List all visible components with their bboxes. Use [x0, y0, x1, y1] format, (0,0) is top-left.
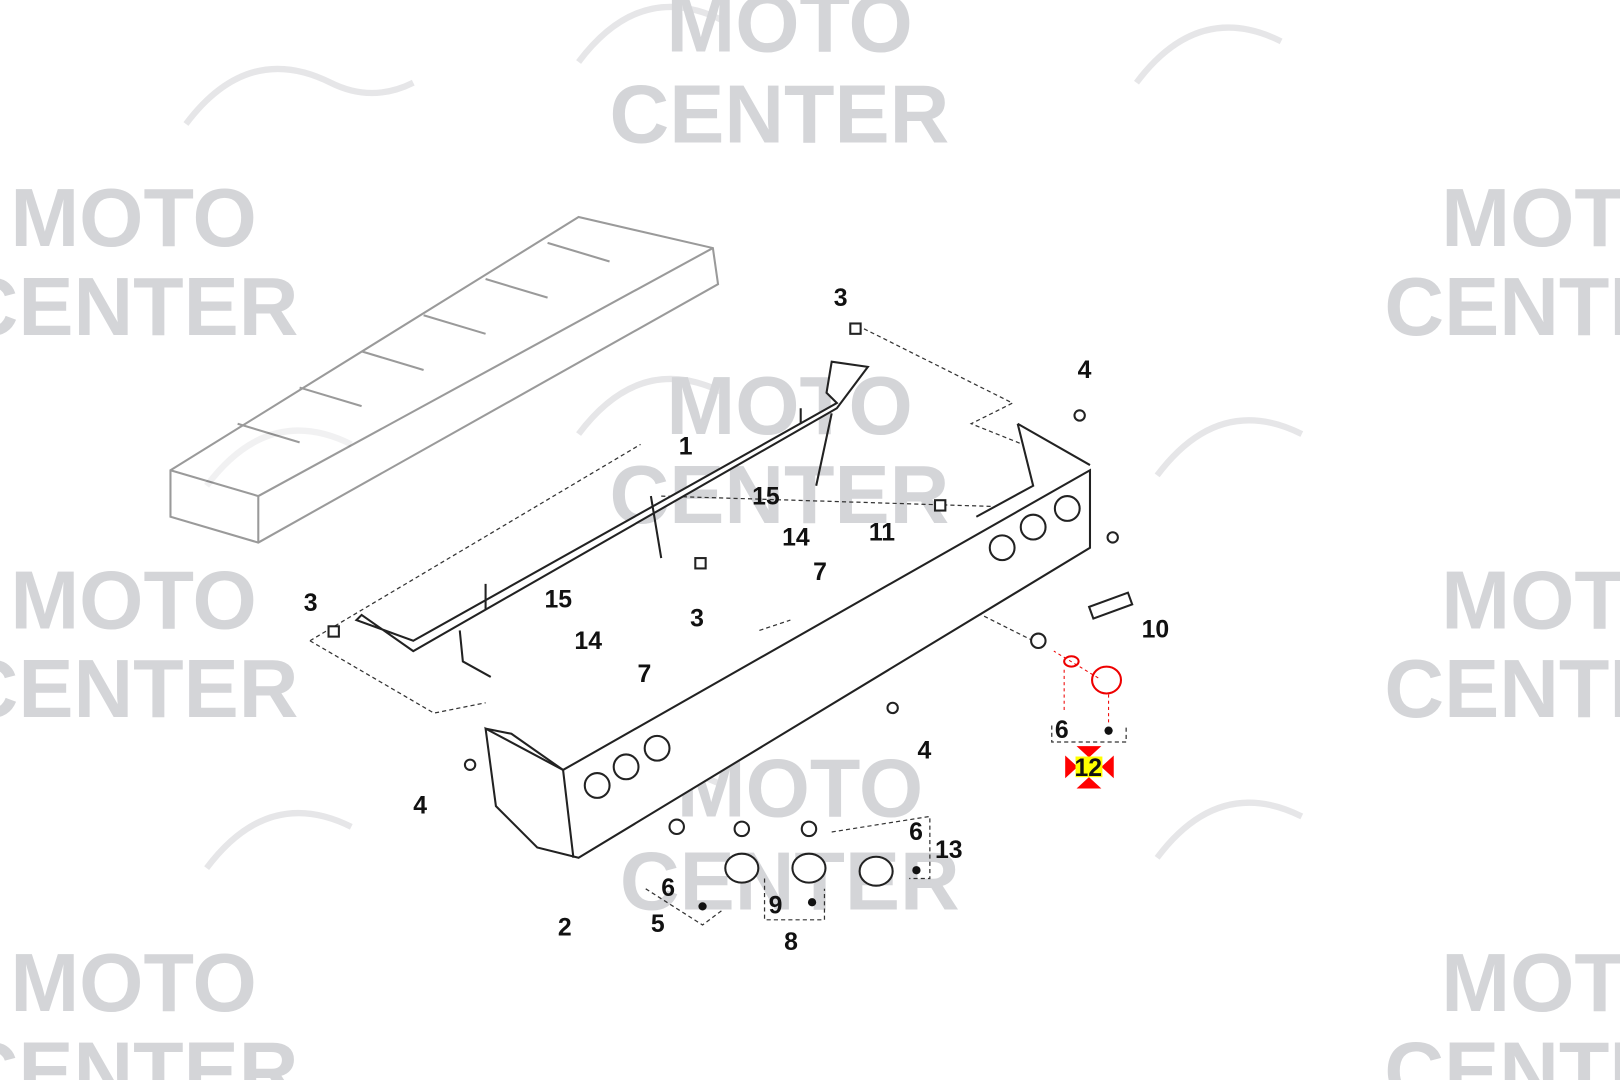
callout-7[interactable]: 7	[813, 559, 827, 586]
guide-lines	[309, 324, 1034, 714]
watermark-text: CENTER	[1384, 642, 1620, 735]
watermark-text: CENTER	[0, 1025, 298, 1080]
callout-4[interactable]: 4	[413, 792, 427, 819]
watermark-text: MOTO	[1441, 936, 1620, 1029]
callout-4[interactable]: 4	[1078, 357, 1092, 384]
part-12-highlighted[interactable]	[1051, 650, 1127, 789]
part-1-bracket[interactable]	[354, 360, 870, 678]
callout-3[interactable]: 3	[834, 285, 848, 312]
watermark-text: CENTER	[610, 448, 950, 541]
callout-10[interactable]: 10	[1142, 617, 1170, 644]
seat-outline	[169, 215, 720, 544]
selection-marker	[1065, 755, 1078, 779]
callouts: 1 15 14 7 15 3 14 7 3 3 4 11 10 6 12 4 4…	[304, 285, 1169, 956]
watermark-text: MOTO	[666, 0, 912, 70]
callout-1[interactable]: 1	[679, 434, 693, 461]
watermark-text: CENTER	[1384, 260, 1620, 353]
selection-marker	[1101, 755, 1114, 779]
watermark-text: MOTO	[10, 936, 256, 1029]
callout-11[interactable]: 11	[869, 520, 895, 547]
callout-14[interactable]: 14	[782, 525, 810, 552]
callout-15[interactable]: 15	[752, 483, 780, 510]
callout-7[interactable]: 7	[637, 661, 651, 688]
selection-marker	[1076, 746, 1102, 758]
callout-5[interactable]: 5	[651, 911, 665, 938]
part-10-reflector	[1087, 591, 1134, 620]
callout-8[interactable]: 8	[784, 929, 798, 956]
callout-6[interactable]: 6	[909, 819, 923, 846]
watermark-text: MOTO	[10, 171, 256, 264]
watermark-text: CENTER	[0, 260, 298, 353]
watermark-text: MOTO	[10, 553, 256, 646]
callout-15[interactable]: 15	[544, 587, 572, 614]
callout-3[interactable]: 3	[690, 605, 704, 632]
part-2-bumper[interactable]	[484, 422, 1134, 859]
callout-4[interactable]: 4	[917, 738, 931, 765]
selection-marker	[1076, 777, 1102, 789]
callout-14[interactable]: 14	[574, 628, 602, 655]
callout-9[interactable]: 9	[769, 893, 783, 920]
watermark-text: MOTO	[1441, 171, 1620, 264]
callout-6[interactable]: 6	[1055, 717, 1069, 744]
watermark-text: MOTO	[666, 359, 912, 452]
small-parts	[327, 322, 1119, 926]
callout-6[interactable]: 6	[661, 875, 675, 902]
callout-13[interactable]: 13	[935, 837, 963, 864]
watermark-text: CENTER	[620, 834, 960, 927]
callout-3[interactable]: 3	[304, 590, 318, 617]
callout-12[interactable]: 12	[1074, 755, 1102, 782]
callout-2[interactable]: 2	[558, 914, 572, 941]
watermark-text: CENTER	[610, 68, 950, 161]
watermark-text: MOTO	[1441, 553, 1620, 646]
watermark-text: CENTER	[1384, 1025, 1620, 1080]
watermark-text: CENTER	[0, 642, 298, 735]
